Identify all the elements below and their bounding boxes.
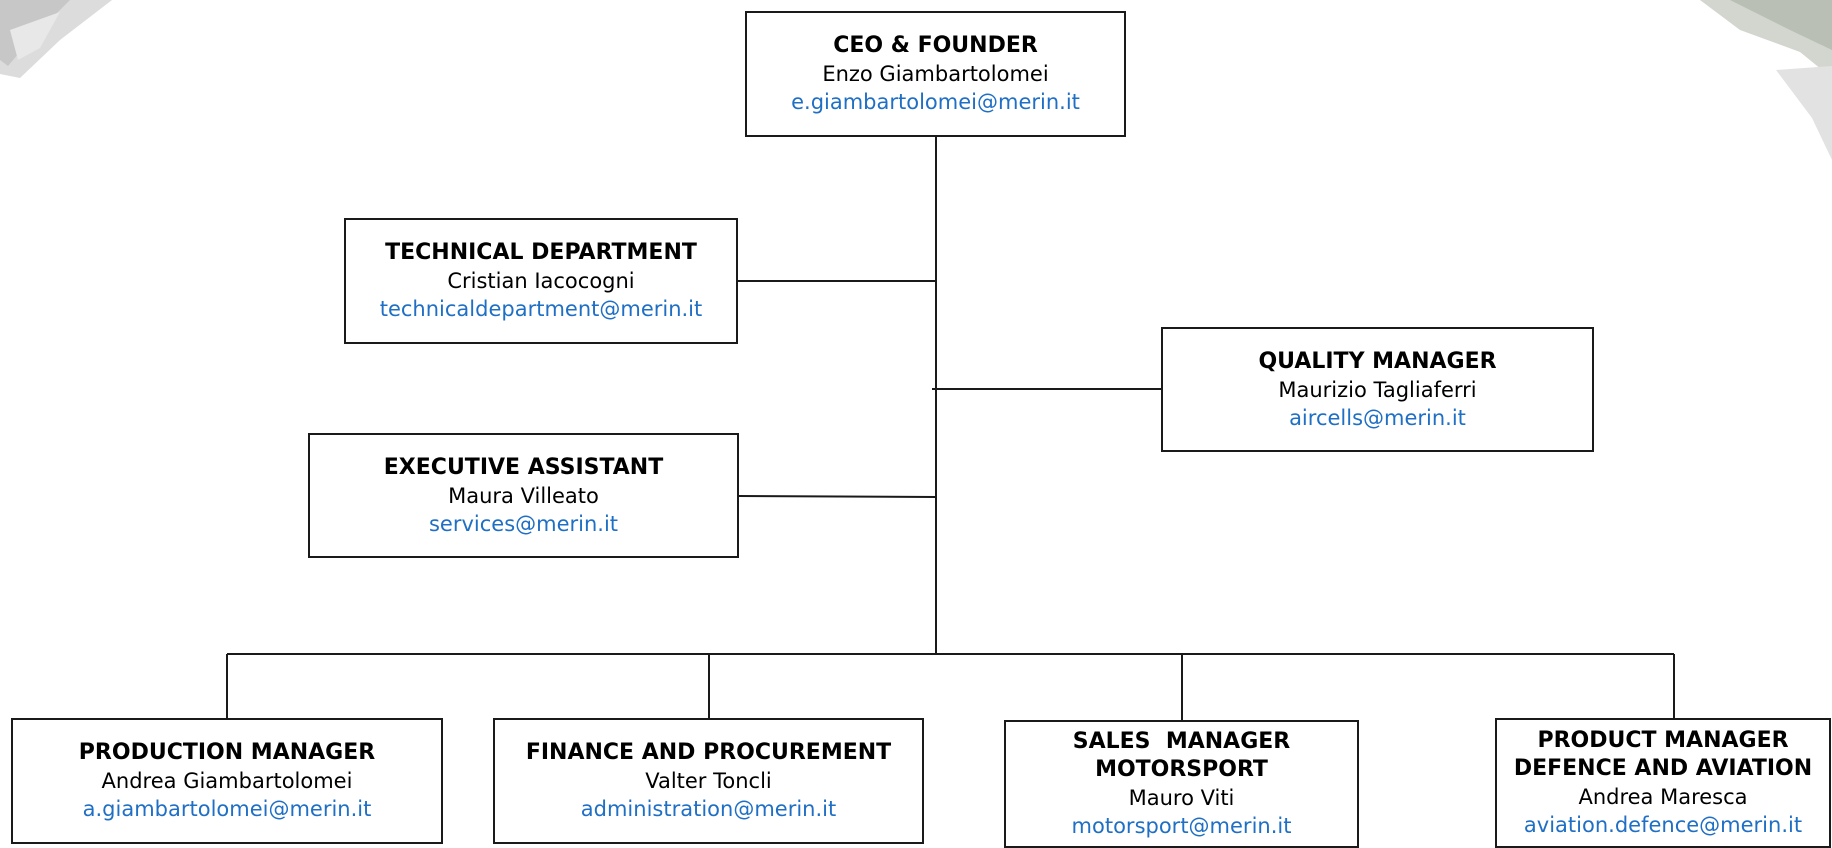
org-box-technical-department: TECHNICAL DEPARTMENT Cristian Iacocogni … [344, 218, 738, 344]
role-title: QUALITY MANAGER [1258, 348, 1497, 374]
email-link[interactable]: e.giambartolomei@merin.it [791, 90, 1080, 114]
role-title: PRODUCTION MANAGER [78, 740, 376, 765]
role-title-line1: SALES MANAGER [1072, 729, 1291, 754]
role-title-line2: MOTORSPORT [1095, 757, 1268, 782]
email-link[interactable]: a.giambartolomei@merin.it [82, 797, 372, 821]
org-box-production-manager: PRODUCTION MANAGER Andrea Giambartolomei… [11, 718, 443, 844]
org-box-quality-manager: QUALITY MANAGER Maurizio Tagliaferri air… [1161, 327, 1594, 452]
corner-graphic-top-left [0, 0, 112, 78]
corner-graphic-top-right [1700, 0, 1832, 160]
role-title: CEO & FOUNDER [833, 33, 1038, 58]
email-link[interactable]: technicaldepartment@merin.it [379, 297, 703, 321]
org-box-ceo: CEO & FOUNDER Enzo Giambartolomei e.giam… [745, 11, 1126, 137]
email-link[interactable]: aircells@merin.it [1289, 405, 1466, 430]
role-title-line2: DEFENCE AND AVIATION [1513, 756, 1813, 781]
email-link[interactable]: services@merin.it [428, 511, 619, 536]
connector-executive [738, 495, 937, 498]
role-title: FINANCE AND PROCUREMENT [525, 740, 892, 765]
org-box-sales-manager-motorsport: SALES MANAGER MOTORSPORT Mauro Viti moto… [1004, 720, 1359, 848]
person-name: Valter Toncli [645, 769, 772, 793]
email-link[interactable]: administration@merin.it [580, 797, 837, 821]
person-name: Mauro Viti [1128, 786, 1235, 810]
person-name: Andrea Maresca [1578, 785, 1748, 809]
role-title: TECHNICAL DEPARTMENT [385, 240, 697, 265]
org-box-executive-assistant: EXECUTIVE ASSISTANT Maura Villeato servi… [308, 433, 739, 558]
org-box-finance-procurement: FINANCE AND PROCUREMENT Valter Toncli ad… [493, 718, 924, 844]
person-name: Cristian Iacocogni [447, 269, 635, 293]
role-title: EXECUTIVE ASSISTANT [383, 454, 664, 480]
person-name: Maurizio Tagliaferri [1278, 377, 1477, 402]
role-title-line1: PRODUCT MANAGER [1537, 728, 1789, 753]
person-name: Enzo Giambartolomei [822, 62, 1049, 86]
person-name: Maura Villeato [448, 483, 599, 508]
person-name: Andrea Giambartolomei [101, 769, 353, 793]
email-link[interactable]: aviation.defence@merin.it [1523, 813, 1803, 837]
email-link[interactable]: motorsport@merin.it [1071, 814, 1292, 838]
org-box-product-manager-defence-aviation: PRODUCT MANAGER DEFENCE AND AVIATION And… [1495, 718, 1831, 848]
